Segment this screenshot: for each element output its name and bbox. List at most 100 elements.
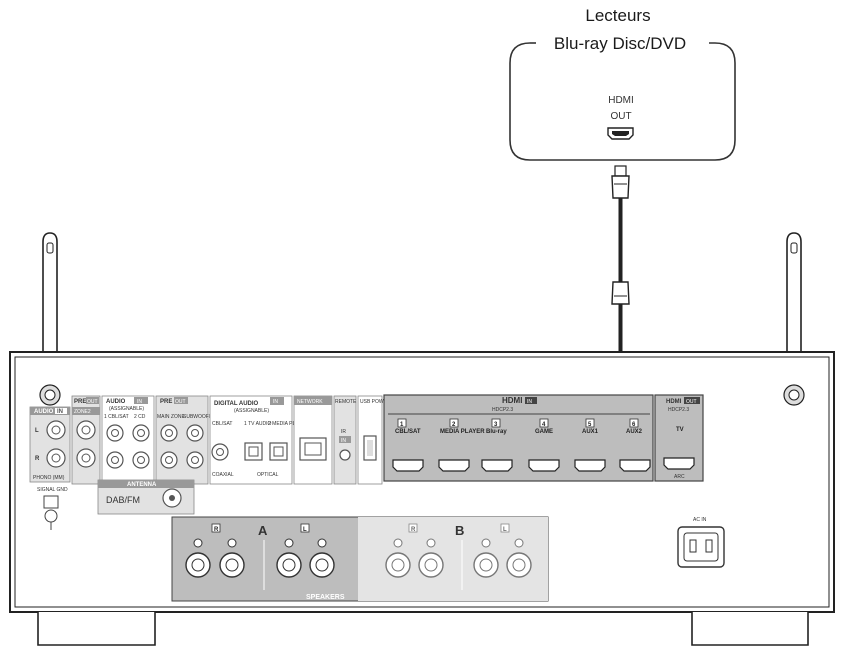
pre-out-zone2-section: PRE OUT ZONE2 — [71, 395, 101, 485]
speaker-b-r-plus-terminal[interactable] — [385, 538, 411, 578]
zone2-r-jack[interactable] — [76, 448, 96, 468]
pre-out-1-label: PRE — [74, 399, 86, 405]
hdmi-input-5-name: AUX1 — [582, 429, 599, 435]
hdmi-in-label: HDMI — [502, 396, 522, 405]
audio-in-label: AUDIO — [34, 409, 54, 415]
digital-audio-section: DIGITAL AUDIO IN (ASSIGNABLE) CBL/SAT 1 … — [209, 395, 309, 485]
audio-cd-r-jack[interactable] — [132, 451, 150, 469]
audio-cd-l-jack[interactable] — [132, 424, 150, 442]
main-zone-r-jack[interactable] — [160, 451, 178, 469]
hdmi-input-6-num: 6 — [632, 422, 636, 428]
speaker-b-l-minus-terminal[interactable] — [506, 538, 532, 578]
zone2-label: ZONE2 — [74, 409, 91, 415]
phono-r-jack[interactable] — [46, 448, 66, 468]
pre-out-1-badge: OUT — [87, 399, 98, 405]
speaker-a-r-label: R — [214, 527, 219, 533]
pre-out-2-badge: OUT — [175, 399, 186, 405]
signal-gnd-label: SIGNAL GND — [37, 487, 68, 493]
subwoofer-label: SUBWOOFER — [183, 414, 216, 420]
audio-cbl-r-jack[interactable] — [106, 451, 124, 469]
speaker-a-r-minus-terminal[interactable] — [219, 538, 245, 578]
ac-in-socket[interactable] — [677, 526, 725, 568]
audio-assignable-title: AUDIO — [106, 399, 126, 405]
audio-in-section: AUDIO IN L R PHONO (MM) SIGNAL GND — [29, 406, 71, 530]
device-title-line1: Lecteurs — [585, 6, 650, 25]
speaker-a-l-minus-terminal[interactable] — [309, 538, 335, 578]
usb-section: USB POWER ONLY — [357, 395, 406, 485]
antenna-left — [42, 232, 58, 391]
source-device: Lecteurs Blu-ray Disc/DVD HDMI OUT — [509, 6, 736, 161]
subwoofer-2-jack[interactable] — [186, 451, 204, 469]
hdmi-input-6: 6 AUX2 — [619, 418, 651, 472]
digital-audio-title: DIGITAL AUDIO — [214, 401, 259, 407]
usb-port[interactable] — [363, 435, 377, 461]
coaxial-label: COAXIAL — [212, 472, 234, 478]
phono-l-jack[interactable] — [46, 420, 66, 440]
hdmi-input-1: 1 CBL/SAT — [392, 418, 424, 472]
digital-audio-badge: IN — [273, 399, 278, 405]
optical-2-port[interactable] — [269, 442, 288, 461]
hdmi-input-2: 2 MEDIA PLAYER — [438, 418, 485, 472]
network-port[interactable] — [299, 437, 327, 461]
foot-right — [691, 612, 809, 646]
zone2-l-jack[interactable] — [76, 420, 96, 440]
speakers-label: SPEAKERS — [306, 594, 345, 601]
hdmi-out-section: HDMI OUT HDCP2.3 TV ARC — [654, 394, 704, 482]
usb-label: USB POWER ONLY — [360, 399, 406, 405]
hdmi-input-1-port[interactable] — [392, 459, 424, 472]
hdmi-input-5-port[interactable] — [574, 459, 606, 472]
av-receiver: AUDIO IN L R PHONO (MM) SIGNAL GND PRE — [9, 351, 835, 646]
hdmi-in-hdcp: HDCP2.3 — [492, 407, 513, 413]
audio-in-badge: IN — [57, 409, 63, 415]
hdmi-input-4-port[interactable] — [528, 459, 560, 472]
audio-assignable-note: (ASSIGNABLE) — [109, 406, 144, 412]
optical-1-port[interactable] — [244, 442, 263, 461]
audio-cd-label: 2 CD — [134, 414, 146, 420]
hdmi-input-4-num: 4 — [542, 422, 546, 428]
speaker-b-l-label: L — [503, 527, 507, 533]
subwoofer-1-jack[interactable] — [186, 424, 204, 442]
hdmi-out-badge: OUT — [686, 399, 697, 405]
speaker-a-r-plus-terminal[interactable] — [185, 538, 211, 578]
cable-plug-bottom — [611, 281, 630, 305]
ac-in-label: AC IN — [693, 517, 707, 523]
speaker-a-l-plus-terminal[interactable] — [276, 538, 302, 578]
optical-label: OPTICAL — [257, 472, 279, 478]
coaxial-jack[interactable] — [211, 443, 229, 461]
hdmi-out-tv-port[interactable] — [663, 457, 695, 470]
hdmi-input-3: 3 Blu-ray — [481, 418, 513, 472]
device-hdmi-out-port[interactable] — [607, 127, 634, 140]
speaker-b-l-plus-terminal[interactable] — [473, 538, 499, 578]
dab-fm-antenna-jack[interactable] — [162, 488, 182, 508]
speaker-a-label: A — [258, 523, 268, 538]
hdmi-input-6-port[interactable] — [619, 459, 651, 472]
digital-media-label: 2 MEDIA PLAYER — [268, 421, 309, 427]
audio-in-r-label: R — [35, 456, 40, 462]
cable-plug-top — [611, 165, 630, 199]
pre-out-2-label: PRE — [160, 399, 172, 405]
network-section: NETWORK — [293, 395, 333, 485]
hdmi-input-2-port[interactable] — [438, 459, 470, 472]
hdmi-out-tv-label: TV — [676, 427, 684, 433]
ac-in-section: AC IN — [677, 517, 725, 568]
speaker-b-r-minus-terminal[interactable] — [418, 538, 444, 578]
main-zone-label: MAIN ZONE — [157, 414, 185, 420]
ir-label: IR — [341, 429, 346, 435]
hdmi-input-1-num: 1 — [400, 422, 404, 428]
antenna-label: ANTENNA — [127, 482, 157, 488]
speakers-section: SPEAKERS A B R L R L — [171, 516, 549, 602]
ir-in-badge: IN — [341, 438, 346, 444]
hdmi-out-label: HDMI — [666, 399, 682, 405]
signal-gnd-terminal[interactable] — [43, 495, 59, 530]
audio-cbl-sat-label: 1 CBL/SAT — [104, 414, 129, 420]
ir-in-jack[interactable] — [339, 449, 351, 461]
speaker-a-l-label: L — [303, 527, 307, 533]
hdmi-input-3-port[interactable] — [481, 459, 513, 472]
digital-assignable-note: (ASSIGNABLE) — [234, 408, 269, 414]
hdmi-out-arc-label: ARC — [674, 474, 685, 480]
hdmi-out-hdcp: HDCP2.3 — [668, 407, 689, 413]
hdmi-input-5-num: 5 — [588, 422, 592, 428]
dab-fm-label: DAB/FM — [106, 495, 140, 505]
main-zone-l-jack[interactable] — [160, 424, 178, 442]
audio-cbl-l-jack[interactable] — [106, 424, 124, 442]
